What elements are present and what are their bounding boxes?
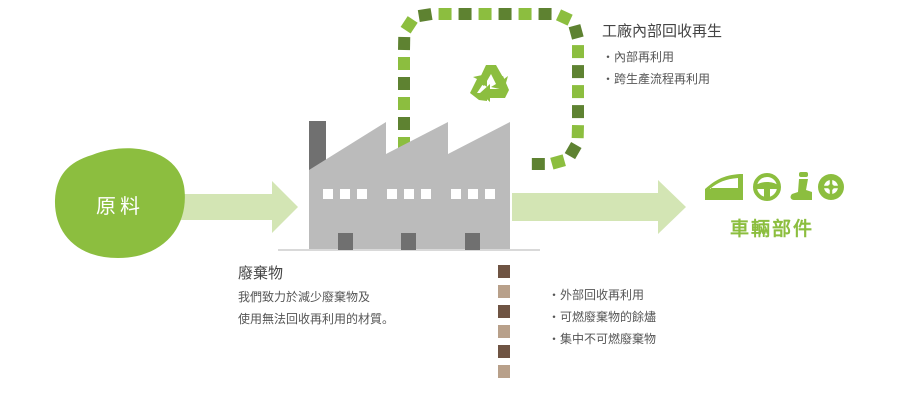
loop-segment [400,16,418,34]
car-seat-icon [790,172,812,200]
waste-flow-line [498,265,510,378]
list-item: 集中不可燃廢棄物 [548,328,656,350]
internal-recycling-title: 工廠內部回收再生 [602,22,723,40]
waste-description: 我們致力於減少廢棄物及 使用無法回收再利用的材質。 [238,286,394,330]
factory-building [309,122,510,250]
input-arrow [180,181,298,233]
loop-segment [568,24,584,40]
list-item: 外部回收再利用 [548,284,656,306]
loop-segment [564,141,582,160]
factory [278,121,540,251]
waste-handling-list: 外部回收再利用 可燃廢棄物的餘燼 集中不可燃廢棄物 [548,284,656,350]
loop-segment [555,9,573,26]
list-item: 內部再利用 [602,46,710,68]
waste-description-line: 使用無法回收再利用的材質。 [238,312,395,326]
factory-windows [323,189,495,199]
list-item: 跨生產流程再利用 [602,68,710,90]
loop-segment [550,154,566,170]
factory-doors [338,233,480,250]
car-door-icon [705,174,743,200]
recycle-icon [470,65,509,102]
raw-material-blob [54,148,185,258]
waste-description-line: 我們致力於減少廢棄物及 [238,290,371,304]
vehicle-parts-label: 車輛部件 [730,218,815,240]
output-arrow [512,180,686,234]
list-item: 可燃廢棄物的餘燼 [548,306,656,328]
raw-material-label: 原料 [96,194,144,218]
steering-wheel-icon [753,173,781,201]
internal-recycling-list: 內部再利用 跨生產流程再利用 [602,46,710,90]
waste-title: 廢棄物 [238,264,284,282]
wheel-icon [818,174,844,200]
loop-segment [417,8,433,23]
